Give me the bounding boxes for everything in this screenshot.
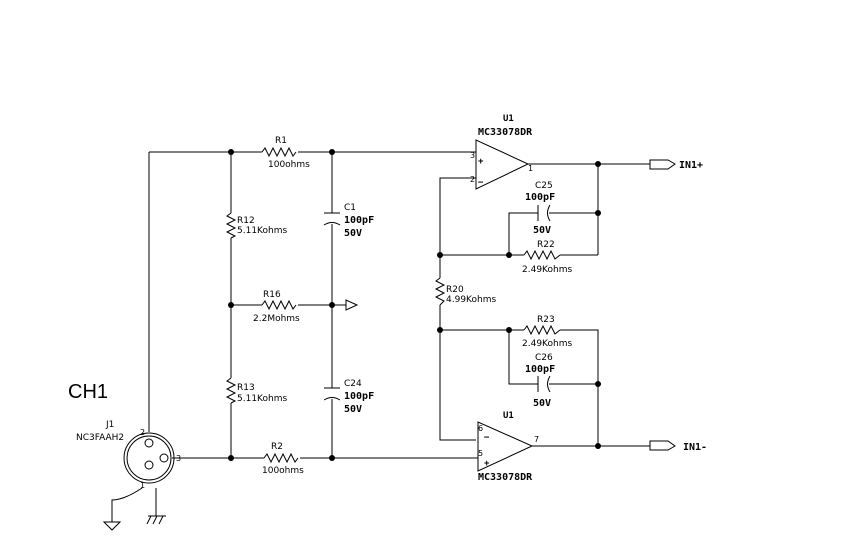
junction-dot xyxy=(595,443,601,449)
opamp-bottom-pin-minus: 6 xyxy=(478,424,483,433)
r23-ref: R23 xyxy=(537,315,555,325)
port-arrow-neg xyxy=(649,440,676,451)
j1-part: NC3FAAH2 xyxy=(76,433,124,443)
resistor-r13 xyxy=(225,377,237,404)
resistor-r12 xyxy=(225,212,237,239)
c24-value: 100pF xyxy=(344,391,374,402)
channel-label: CH1 xyxy=(68,381,108,403)
c1-voltage: 50V xyxy=(344,228,362,239)
r22-value: 2.49Kohms xyxy=(522,265,572,275)
resistor-r23 xyxy=(523,324,561,336)
opamp-bottom-pin-plus: 5 xyxy=(478,449,483,458)
wire-c25 xyxy=(508,212,598,255)
wire-gnd xyxy=(111,487,143,522)
opamp-top-pin-plus: 3 xyxy=(470,151,475,160)
junction-dot xyxy=(595,161,601,167)
c25-value: 100pF xyxy=(525,192,555,203)
j1-pin-3: 3 xyxy=(176,454,181,463)
opamp-top-pin-minus: 2 xyxy=(470,175,475,184)
opamp-top-minus: − xyxy=(478,178,484,188)
r20-ref: R20 xyxy=(446,285,464,295)
capacitor-c25 xyxy=(537,204,551,222)
wire-c26 xyxy=(508,330,598,385)
wire-inverting-chain xyxy=(439,177,476,441)
j1-ref: J1 xyxy=(105,420,114,430)
capacitor-c26 xyxy=(537,375,551,393)
opamp-bottom-plus: + xyxy=(484,459,490,469)
opamp-top-plus: + xyxy=(478,157,484,167)
resistor-r22 xyxy=(523,249,561,261)
junction-dot xyxy=(595,381,601,387)
r1-ref: R1 xyxy=(275,136,287,146)
junction-dot xyxy=(329,149,335,155)
r13-value: 5.11Kohms xyxy=(237,394,287,404)
resistor-r2 xyxy=(263,452,299,464)
r12-value: 5.11Kohms xyxy=(237,226,287,236)
reference-triangle-icon xyxy=(345,299,359,311)
c24-ref: C24 xyxy=(344,379,362,389)
junction-dot xyxy=(228,149,234,155)
resistor-r16 xyxy=(261,299,297,311)
j1-pin-2: 2 xyxy=(140,428,145,437)
junction-dot xyxy=(506,252,512,258)
junction-dot xyxy=(437,252,443,258)
r20-value: 4.99Kohms xyxy=(446,295,496,305)
junctions xyxy=(228,149,601,461)
output-neg-label: IN1- xyxy=(683,442,707,453)
opamp-top: + − 3 2 1 xyxy=(470,139,533,190)
junction-dot xyxy=(329,455,335,461)
capacitor-c1 xyxy=(323,212,341,226)
junction-dot xyxy=(228,302,234,308)
r12-ref: R12 xyxy=(237,216,255,226)
r16-ref: R16 xyxy=(263,290,281,300)
junction-dot xyxy=(595,210,601,216)
opamp-bottom-part: MC33078DR xyxy=(478,472,533,483)
capacitor-c24 xyxy=(323,387,341,401)
wires xyxy=(111,151,650,522)
junction-dot xyxy=(437,327,443,333)
r16-value: 2.2Mohms xyxy=(253,314,300,324)
opamp-bottom: − + 6 5 7 xyxy=(477,421,539,472)
wire-r23 xyxy=(440,329,599,446)
c26-ref: C26 xyxy=(535,353,553,363)
junction-dot xyxy=(506,327,512,333)
c26-value: 100pF xyxy=(525,364,555,375)
opamp-top-pin-out: 1 xyxy=(528,164,533,173)
c24-voltage: 50V xyxy=(344,404,362,415)
opamp-bottom-minus: − xyxy=(484,433,490,443)
opamp-bottom-pin-out: 7 xyxy=(534,435,539,444)
opamp-bottom-ref: U1 xyxy=(503,411,514,421)
c1-ref: C1 xyxy=(344,203,356,213)
r2-value: 100ohms xyxy=(262,466,304,476)
c26-voltage: 50V xyxy=(533,398,551,409)
xlr-connector-icon: 2 3 1 xyxy=(123,428,181,490)
opamp-top-part: MC33078DR xyxy=(478,127,533,138)
r13-ref: R13 xyxy=(237,383,255,393)
opamp-top-ref: U1 xyxy=(503,114,514,124)
r23-value: 2.49Kohms xyxy=(522,339,572,349)
j1-pin-1: 1 xyxy=(140,481,145,490)
junction-dot xyxy=(228,455,234,461)
c1-value: 100pF xyxy=(344,215,374,226)
r2-ref: R2 xyxy=(271,442,283,452)
port-arrow-pos xyxy=(649,159,676,170)
r22-ref: R22 xyxy=(537,240,555,250)
junction-dot xyxy=(329,302,335,308)
r1-value: 100ohms xyxy=(268,160,310,170)
chassis-ground-icon xyxy=(146,515,166,525)
resistor-r20 xyxy=(434,277,446,306)
c25-voltage: 50V xyxy=(533,225,551,236)
output-pos-label: IN1+ xyxy=(679,160,703,171)
c25-ref: C25 xyxy=(535,181,553,191)
resistor-r1 xyxy=(261,146,297,158)
ground-icon xyxy=(102,521,122,531)
